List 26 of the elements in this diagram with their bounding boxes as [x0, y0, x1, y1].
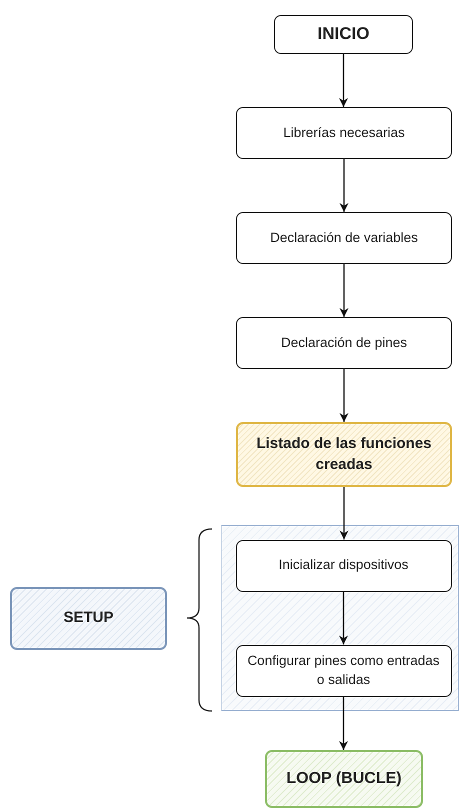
process-box	[236, 212, 452, 264]
section-box	[10, 587, 167, 650]
arrow	[340, 264, 348, 317]
arrow	[339, 696, 348, 750]
node-text: Listado de las funciones creadas	[255, 434, 433, 474]
arrow	[340, 159, 348, 212]
process-box	[236, 644, 452, 696]
start-box	[274, 15, 413, 54]
node-text: LOOP (BUCLE)	[286, 769, 402, 790]
node-text: INICIO	[318, 23, 370, 46]
node-text: Declaración de pines	[280, 334, 408, 352]
node-text: Configurar pines como entradas o salidas	[246, 652, 441, 688]
node-text: SETUP	[63, 608, 114, 628]
process-box	[236, 107, 452, 159]
arrow	[340, 369, 348, 422]
process-box	[236, 317, 452, 369]
node-text: Inicializar dispositivos	[278, 556, 408, 574]
arrow	[339, 592, 348, 644]
end-box	[265, 750, 423, 808]
process-box	[236, 422, 452, 487]
process-box	[236, 540, 452, 592]
node-text: Declaración de variables	[270, 228, 418, 247]
arrow	[339, 54, 348, 107]
group-band	[221, 525, 459, 711]
node-text: Librerías necesarias	[283, 124, 405, 142]
arrow	[340, 487, 348, 540]
